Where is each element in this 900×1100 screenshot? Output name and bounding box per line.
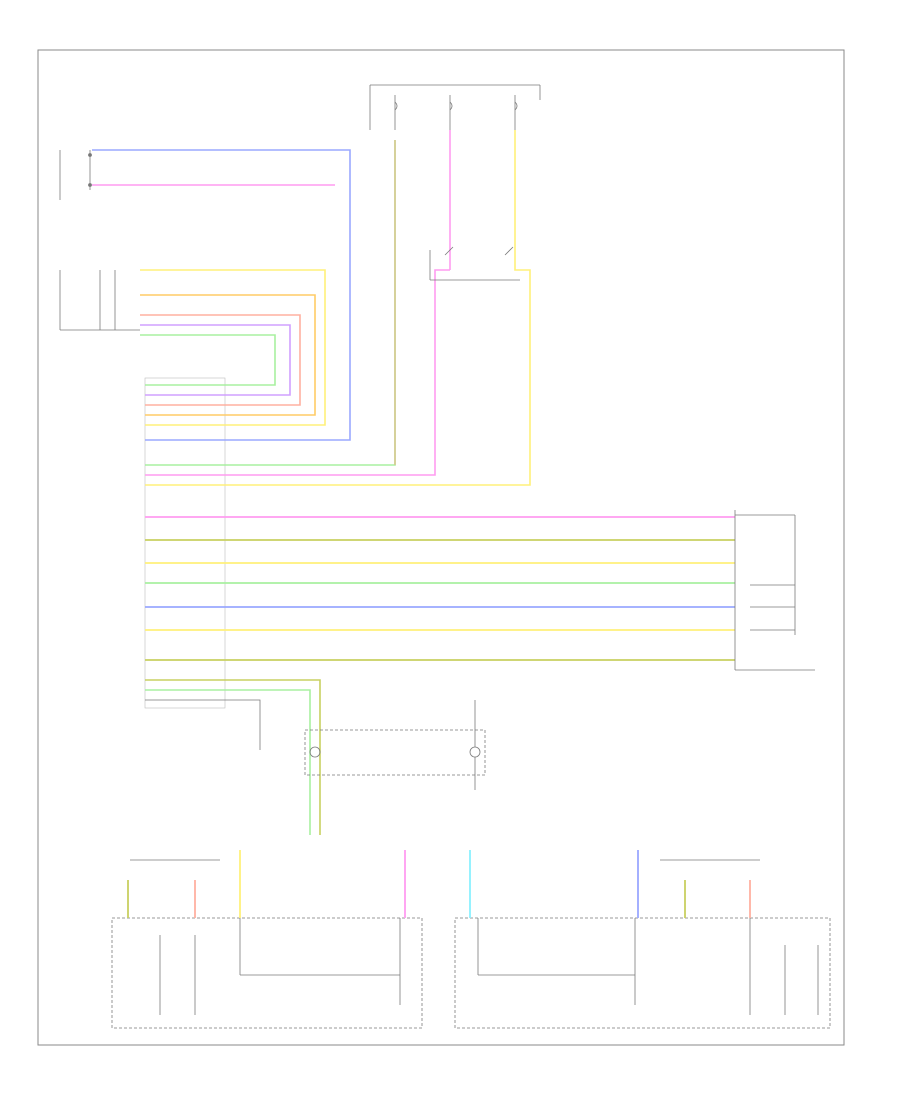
- bottom-feed-wires: [127, 850, 751, 918]
- left-switch-box-top: [59, 150, 92, 200]
- bottom-right-switch-box: [454, 917, 831, 1029]
- upper-wire-set: [92, 130, 531, 486]
- relay-switch-group: [429, 246, 520, 281]
- main-harness-wires: [145, 516, 735, 661]
- bottom-left-switch-box: [111, 917, 423, 1029]
- right-connector-block: [734, 510, 815, 671]
- fuse-block-group: [369, 84, 541, 130]
- lower-wire-set: [145, 679, 321, 835]
- clockspring-component: [304, 700, 486, 790]
- diagram-border: [37, 49, 845, 1046]
- module-connector-block: [144, 377, 226, 709]
- left-switch-box-mid: [59, 270, 140, 331]
